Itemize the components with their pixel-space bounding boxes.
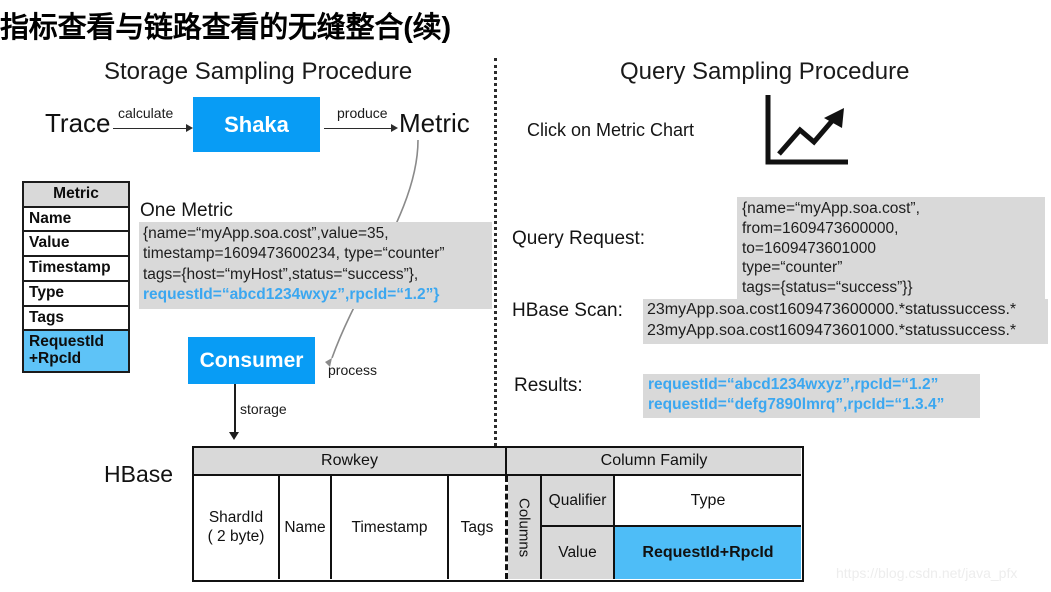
shaka-box[interactable]: Shaka	[193, 97, 320, 152]
storage-arrow-head-icon	[229, 432, 239, 440]
produce-arrow-line	[324, 128, 396, 129]
one-metric-line-3: tags={host=“myHost”,status=“success”},	[143, 265, 419, 283]
metric-label: Metric	[399, 108, 470, 138]
query-request-line-3: to=1609473601000	[742, 239, 877, 257]
query-request-line-5: tags={status=“success”}}	[742, 279, 913, 297]
metric-table-header: Metric	[24, 183, 128, 208]
hbase-cell-shardid: ShardId ( 2 byte)	[194, 476, 280, 579]
metric-table-row-value: Value	[24, 232, 128, 258]
metric-table-row-type: Type	[24, 282, 128, 307]
results-payload: requestId=“abcd1234wxyz”,rpcId=“1.2” req…	[643, 374, 980, 418]
metric-table-row-requestid-rpcid: RequestId +RpcId	[24, 331, 128, 371]
query-request-payload: {name=“myApp.soa.cost”, from=16094736000…	[737, 197, 1045, 303]
hbase-scan-label: HBase Scan:	[512, 300, 623, 321]
hbase-cell-name: Name	[280, 476, 332, 579]
consumer-box[interactable]: Consumer	[188, 337, 315, 384]
storage-arrow-line	[234, 384, 236, 434]
hbase-cell-qualifier: Qualifier	[542, 476, 615, 527]
calculate-arrow-head-icon	[186, 124, 193, 132]
one-metric-line-highlighted: requestId=“abcd1234wxyz”,rpcId=“1.2”}	[143, 286, 440, 304]
hbase-cell-timestamp: Timestamp	[332, 476, 449, 579]
one-metric-line-1: {name=“myApp.soa.cost”,value=35,	[143, 225, 389, 242]
metric-table-row-name: Name	[24, 208, 128, 233]
produce-arrow-label: produce	[337, 105, 388, 121]
metric-field-table: Metric Name Value Timestamp Type Tags Re…	[22, 181, 130, 373]
one-metric-payload: {name=“myApp.soa.cost”,value=35, timesta…	[139, 222, 492, 309]
one-metric-title: One Metric	[140, 200, 233, 221]
metric-table-row-tags: Tags	[24, 307, 128, 332]
hbase-scan-line-2: 23myApp.soa.cost1609473601000.*statussuc…	[647, 321, 1017, 339]
line-chart-up-icon	[765, 95, 848, 165]
query-request-line-4: type=“counter”	[742, 259, 843, 277]
hbase-cell-requestid-rpcid: RequestId+RpcId	[615, 527, 801, 579]
storage-section-heading: Storage Sampling Procedure	[104, 58, 413, 85]
one-metric-line-2: timestamp=1609473600234, type=“counter”	[143, 245, 445, 263]
query-request-label: Query Request:	[512, 228, 646, 249]
section-divider	[494, 58, 497, 458]
hbase-header-rowkey: Rowkey	[194, 448, 505, 476]
hbase-scan-line-1: 23myApp.soa.cost1609473600000.*statussuc…	[647, 301, 1017, 318]
storage-arrow-label: storage	[240, 401, 287, 417]
calculate-arrow-label: calculate	[118, 105, 174, 121]
metric-table-row-timestamp: Timestamp	[24, 257, 128, 282]
hbase-columns-text: Columns	[515, 497, 533, 558]
hbase-header-column-family: Column Family	[505, 448, 801, 476]
watermark: https://blog.csdn.net/java_pfx	[836, 565, 1018, 581]
calculate-arrow-line	[113, 128, 191, 129]
process-arrow-label: process	[328, 362, 378, 378]
results-line-1: requestId=“abcd1234wxyz”,rpcId=“1.2”	[648, 376, 939, 393]
hbase-schema-table: Rowkey Column Family ShardId ( 2 byte) N…	[192, 446, 804, 582]
hbase-cell-value: Value	[542, 527, 615, 579]
hbase-cell-tags: Tags	[449, 476, 505, 579]
query-request-line-1: {name=“myApp.soa.cost”,	[742, 200, 920, 217]
hbase-cell-columns: Columns	[508, 476, 542, 579]
hbase-scan-payload: 23myApp.soa.cost1609473600000.*statussuc…	[643, 299, 1048, 344]
hbase-side-label: HBase	[104, 461, 174, 487]
click-on-metric-chart-text: Click on Metric Chart	[527, 120, 695, 140]
hbase-cell-type: Type	[615, 476, 801, 527]
query-request-line-2: from=1609473600000,	[742, 219, 899, 237]
hbase-rowkey-cf-divider	[505, 476, 508, 579]
results-line-2: requestId=“defg7890lmrq”,rpcId=“1.3.4”	[648, 396, 945, 414]
results-label: Results:	[514, 375, 583, 396]
produce-arrow-head-icon	[391, 124, 398, 132]
trace-label: Trace	[45, 108, 111, 138]
query-section-heading: Query Sampling Procedure	[620, 58, 910, 85]
page-title: 指标查看与链路查看的无缝整合(续)	[0, 12, 451, 44]
